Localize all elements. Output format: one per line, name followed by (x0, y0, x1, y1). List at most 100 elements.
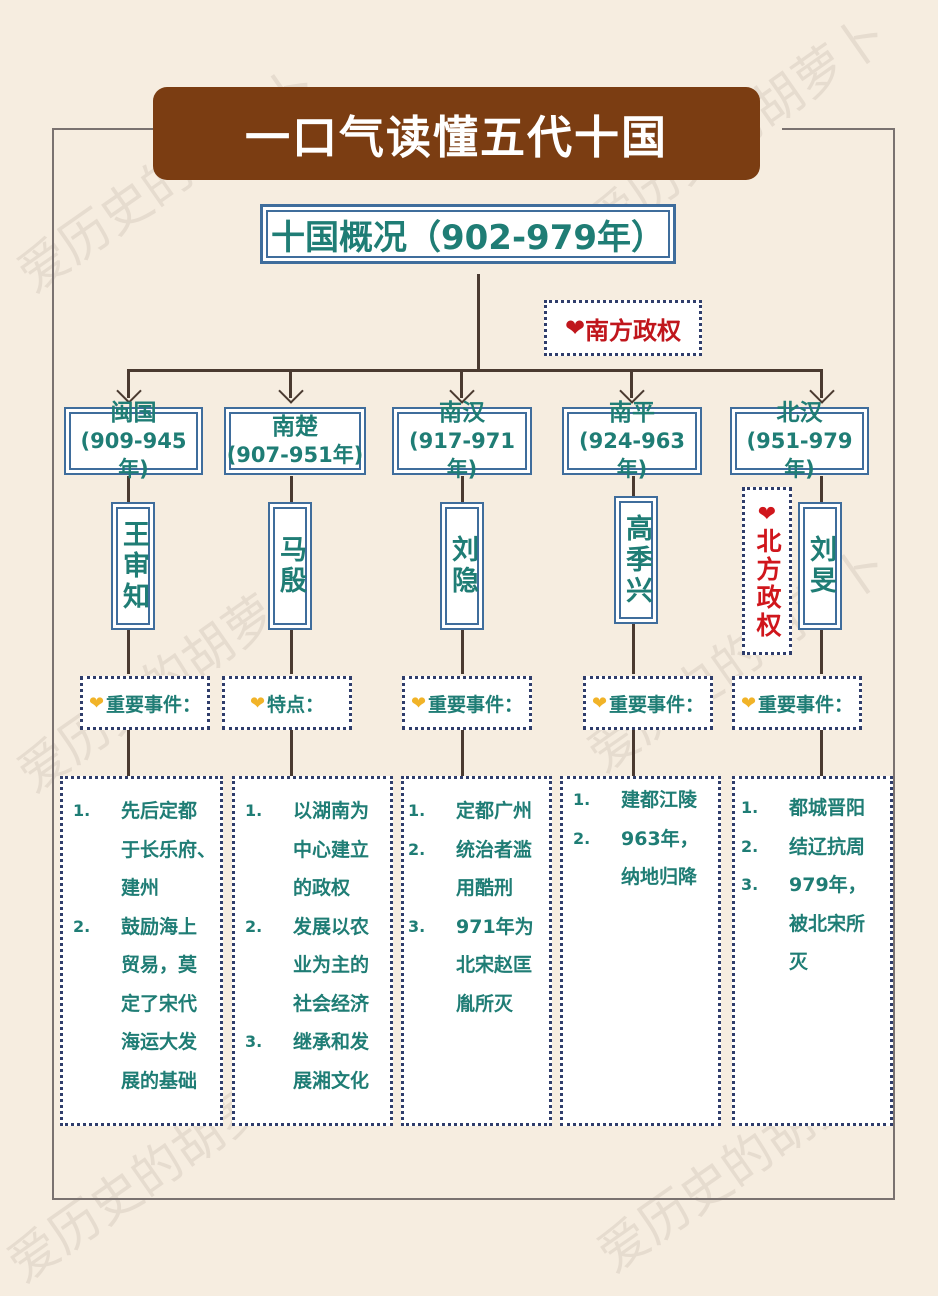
state-box-min: 闽国 (909-945年) (64, 400, 203, 481)
connector-line (632, 622, 635, 674)
detail-number (408, 946, 456, 985)
state-box-nanhan: 南汉 (917-971年) (392, 400, 532, 481)
frame-line (893, 128, 895, 1200)
detail-number (73, 831, 121, 870)
ruler-name: 刘旻 (805, 535, 836, 597)
ruler-name: 高季兴 (621, 513, 652, 607)
connector-line (820, 476, 823, 504)
frame-line (52, 128, 154, 130)
detail-number: 2. (573, 828, 591, 848)
detail-line: 于长乐府、 (73, 831, 216, 870)
state-years: (951-979年) (746, 429, 853, 481)
connector-line (289, 370, 292, 398)
ruler-name: 刘隐 (447, 535, 478, 597)
frame-line (52, 1198, 895, 1200)
frame-line (782, 128, 895, 130)
connector-line (632, 730, 635, 776)
event-label-box: ❤重要事件： (583, 676, 713, 730)
main-node: 十国概况（902-979年） (260, 204, 676, 264)
state-years: (909-945年) (80, 429, 187, 481)
detail-text: 胤所灭 (456, 992, 514, 1015)
state-name: 闽国 (110, 400, 157, 426)
detail-line: 3.971年为 (408, 908, 545, 947)
detail-text: 展湘文化 (293, 1069, 370, 1092)
heart-icon: ❤ (249, 692, 266, 714)
heart-icon: ❤ (591, 692, 608, 714)
detail-number (73, 1023, 121, 1062)
detail-number (245, 831, 293, 870)
state-name: 南楚 (272, 414, 318, 440)
detail-text: 定了宋代 (121, 992, 198, 1015)
state-box-nanchu: 南楚 (907-951年) (224, 407, 366, 475)
ruler-box: 马殷 (268, 502, 312, 630)
detail-number (573, 858, 621, 897)
detail-line: 1.建都江陵 (573, 781, 714, 820)
detail-text: 纳地归降 (621, 866, 698, 888)
event-label: 特点： (267, 693, 325, 716)
connector-line (290, 628, 293, 674)
detail-line: 海运大发 (73, 1023, 216, 1062)
detail-line: 展的基础 (73, 1062, 216, 1101)
detail-text: 建州 (121, 877, 160, 899)
detail-line: 展湘文化 (245, 1062, 386, 1101)
detail-number: 2. (408, 839, 426, 859)
detail-number (741, 905, 789, 944)
heart-icon: ❤ (410, 692, 427, 714)
detail-number (741, 943, 789, 982)
state-years: (924-963年) (579, 429, 685, 481)
detail-text: 被北宋所 (789, 912, 866, 935)
detail-number (245, 1062, 293, 1101)
connector-line (632, 476, 635, 498)
heart-icon: ❤ (564, 314, 586, 342)
detail-line: 建州 (73, 869, 216, 908)
detail-text: 发展以农 (293, 915, 370, 938)
detail-number (408, 869, 456, 908)
event-label-box: ❤重要事件： (402, 676, 532, 730)
state-years: (907-951年) (226, 443, 364, 467)
detail-number: 1. (245, 801, 263, 820)
detail-text: 继承和发 (293, 1031, 370, 1053)
event-label: 重要事件： (428, 693, 524, 716)
connector-line (290, 730, 293, 776)
detail-text: 灭 (789, 951, 809, 973)
ruler-name: 马殷 (275, 535, 306, 597)
connector-line (630, 370, 633, 398)
detail-line: 1.定都广州 (408, 792, 545, 831)
connector-line (127, 369, 823, 372)
state-name: 南汉 (439, 400, 485, 426)
detail-number (73, 985, 121, 1024)
state-years: (917-971年) (409, 429, 515, 481)
detail-line: 贸易，莫 (73, 946, 216, 985)
heart-icon: ❤ (88, 692, 105, 714)
heart-icon: ❤ (757, 502, 777, 527)
detail-number (73, 1062, 121, 1101)
detail-number: 1. (73, 801, 91, 820)
detail-line: 2. 发展以农 (245, 908, 386, 947)
detail-line: 2.统治者滥 (408, 831, 545, 870)
detail-text: 先后定都 (121, 800, 198, 822)
state-name: 南平 (609, 400, 655, 426)
detail-number: 1. (573, 790, 591, 809)
event-label-box: ❤重要事件： (732, 676, 862, 730)
ruler-box: 王审知 (111, 502, 155, 630)
detail-text: 于长乐府、 (121, 838, 217, 861)
frame-line (52, 128, 54, 1200)
detail-number (245, 985, 293, 1024)
south-regime-label: 南方政权 (585, 316, 682, 345)
detail-number (73, 946, 121, 985)
detail-text: 979年， (789, 874, 867, 896)
detail-number (245, 946, 293, 985)
detail-number: 2. (245, 916, 263, 936)
detail-line: 3.979年， (741, 866, 886, 905)
detail-text: 海运大发 (121, 1031, 198, 1053)
detail-number: 2. (73, 916, 91, 936)
detail-line: 的政权 (245, 869, 386, 908)
detail-number: 1. (741, 798, 759, 817)
